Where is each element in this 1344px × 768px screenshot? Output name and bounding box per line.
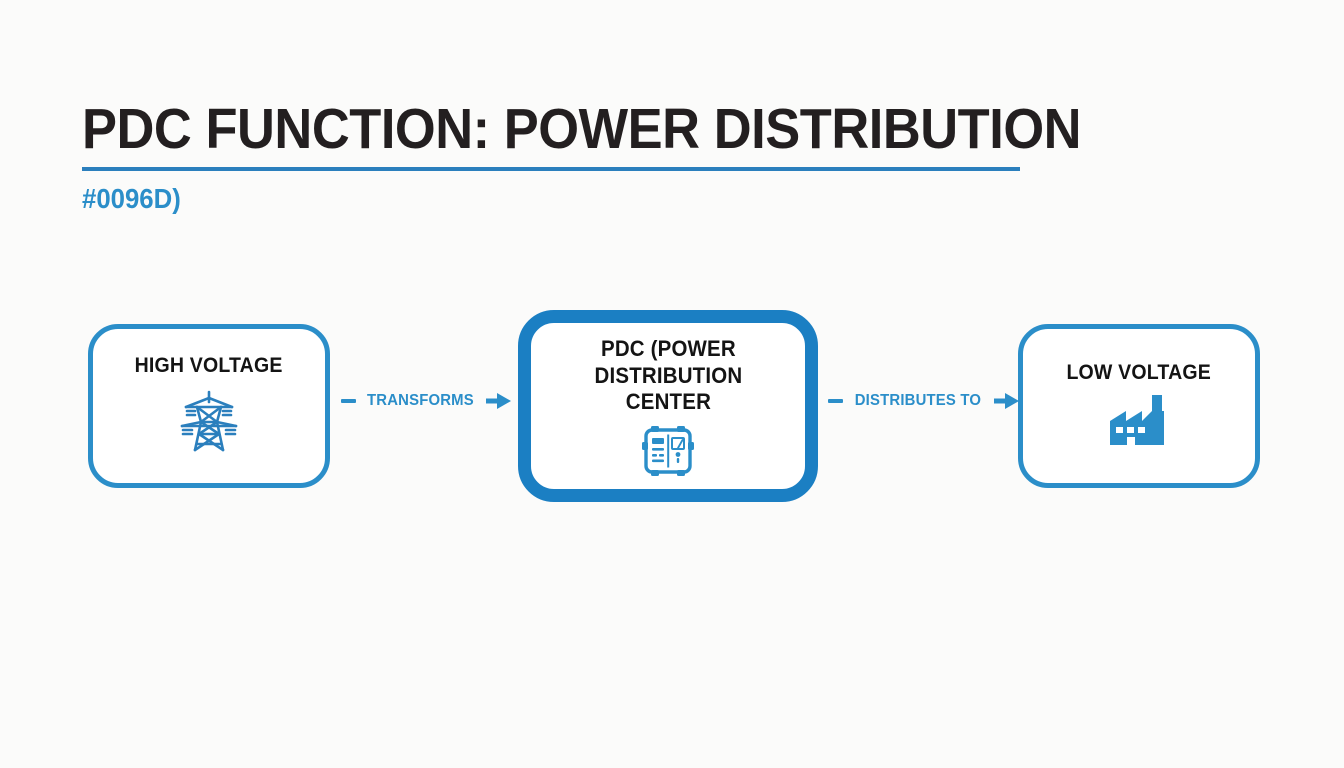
page-title: PDC FUNCTION: POWER DISTRIBUTION: [82, 97, 1082, 161]
factory-icon: [1108, 393, 1170, 451]
connector-dash: [341, 399, 356, 403]
transmission-tower-icon: [173, 386, 245, 458]
node-pdc[interactable]: PDC (POWER DISTRIBUTION CENTER: [518, 310, 818, 502]
node-pdc-label-line-3: CENTER: [625, 389, 711, 415]
connector-transforms: TRANSFORMS: [341, 386, 513, 416]
arrow-right-icon: [993, 392, 1020, 410]
node-high-voltage-label: HIGH VOLTAGE: [135, 353, 283, 377]
switchgear-cabinet-icon: [642, 426, 694, 477]
node-pdc-label-line-1: PDC (POWER: [600, 335, 736, 361]
connector-dash: [828, 399, 843, 403]
slide-header: PDC FUNCTION: POWER DISTRIBUTION #0096D): [82, 97, 1082, 215]
arrow-right-icon: [485, 392, 512, 410]
node-low-voltage-label: LOW VOLTAGE: [1066, 360, 1212, 384]
node-high-voltage[interactable]: HIGH VOLTAGE: [88, 324, 330, 488]
node-low-voltage[interactable]: LOW VOLTAGE: [1018, 324, 1260, 488]
connector-distributes-to: DISTRIBUTES TO: [828, 386, 1019, 416]
power-distribution-flow-diagram: HIGH VOLTAGE: [0, 300, 1344, 510]
connector-transforms-label: TRANSFORMS: [367, 392, 474, 409]
node-pdc-label: PDC (POWER DISTRIBUTION CENTER: [594, 336, 742, 416]
title-underline: [82, 167, 1020, 172]
node-pdc-label-line-2: DISTRIBUTION: [594, 362, 742, 388]
connector-distributes-to-label: DISTRIBUTES TO: [854, 392, 982, 409]
page-subtitle: #0096D): [82, 183, 181, 215]
